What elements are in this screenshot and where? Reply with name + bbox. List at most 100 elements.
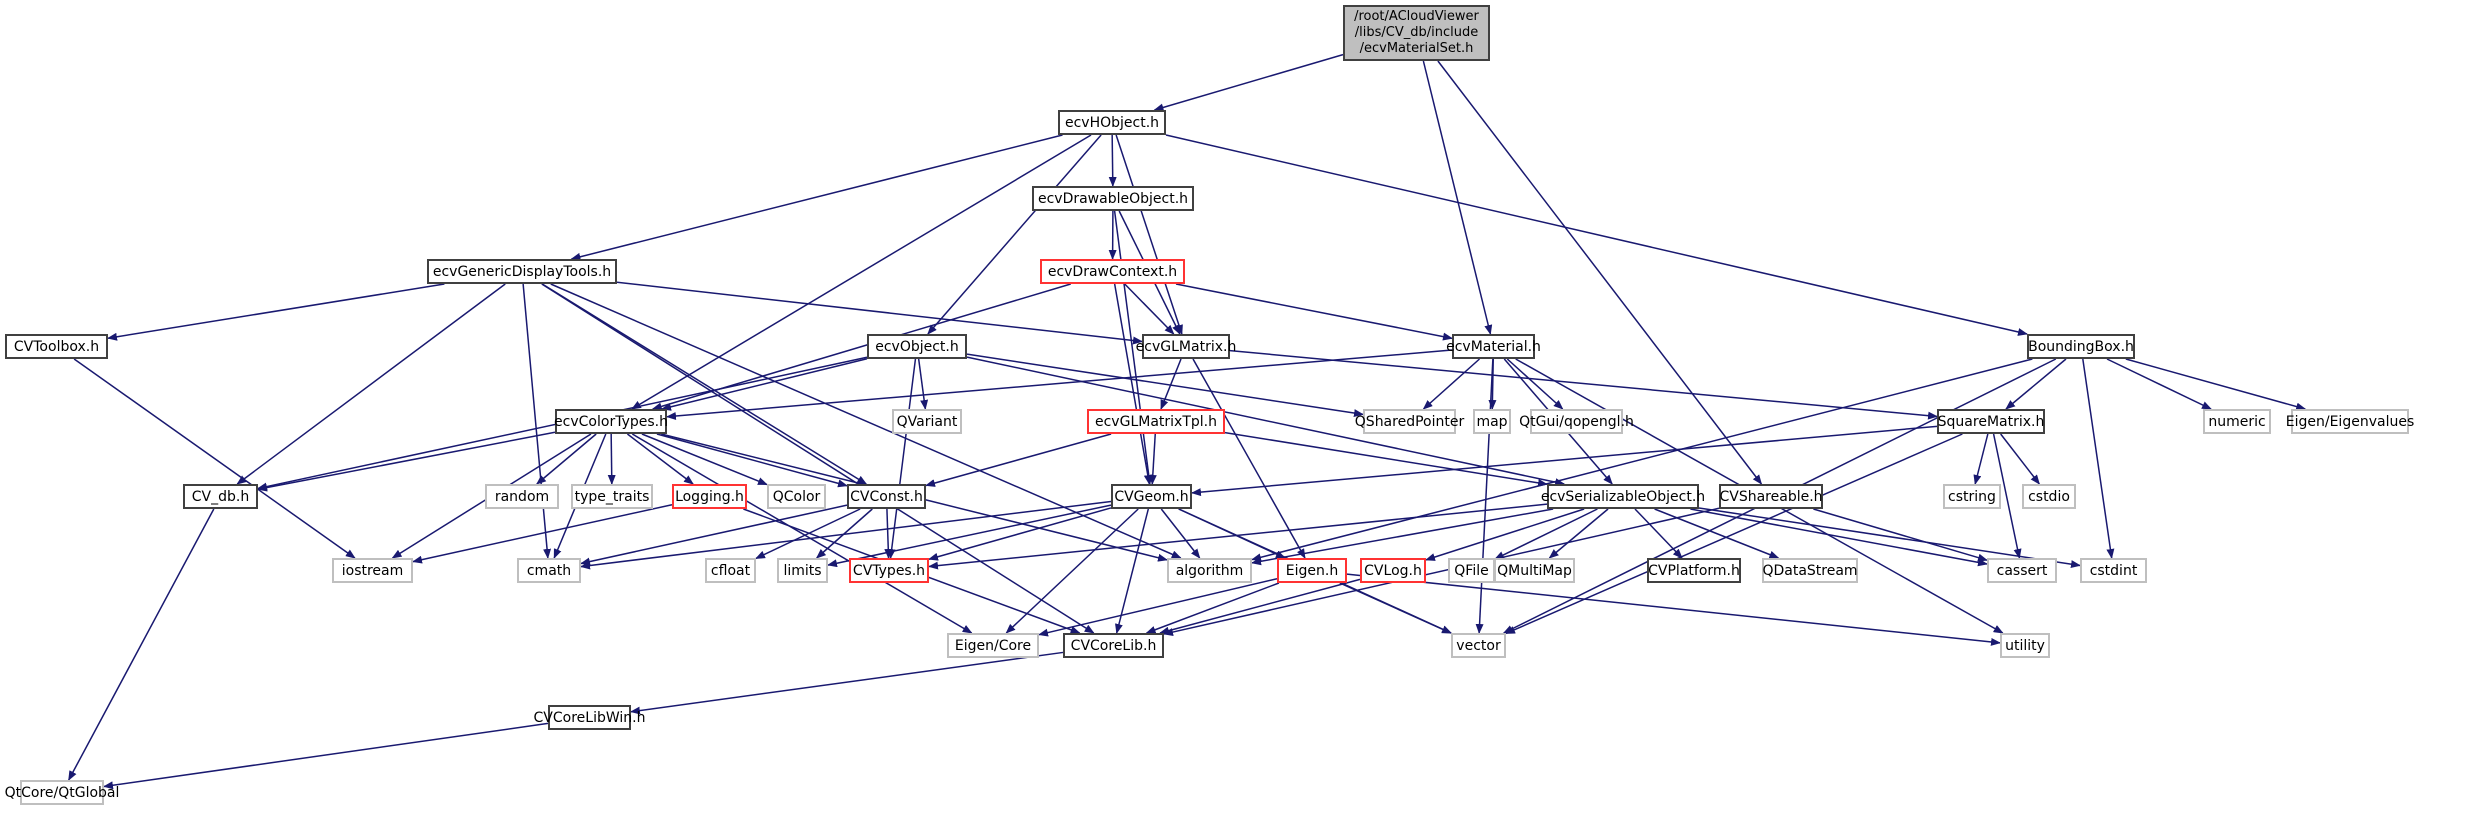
node-QVariant: QVariant <box>892 409 962 434</box>
node-QMultiMap: QMultiMap <box>1494 558 1575 583</box>
edge-ecvSerializableObject-to-CVTypes <box>928 503 1548 570</box>
node-label: QSharedPointer <box>1354 413 1465 430</box>
node-CVCoreLib[interactable]: CVCoreLib.h <box>1063 633 1164 658</box>
node-label: CVConst.h <box>850 488 923 505</box>
node-ecvHObject[interactable]: ecvHObject.h <box>1058 110 1166 135</box>
edge-ecvColorTypes-to-CVConst <box>656 433 848 488</box>
node-label: QColor <box>772 488 821 505</box>
edge-ecvSerializableObject-to-QMultiMap <box>1548 508 1609 559</box>
edge-ecvGLMatrix-to-ecvGLMatrixTpl <box>1160 358 1182 410</box>
node-CVLog[interactable]: CVLog.h <box>1360 558 1426 583</box>
edge-ecvGenericDisplayTools-to-ecvGLMatrix <box>616 281 1143 345</box>
edge-ecvSerializableObject-to-CVPlatform <box>1634 508 1683 559</box>
node-ecvDrawableObject[interactable]: ecvDrawableObject.h <box>1032 186 1194 211</box>
edge-CVCoreLib-to-CVCoreLibWin <box>630 651 1064 715</box>
edge-CVToolbox-to-iostream <box>73 358 356 559</box>
edge-ecvColorTypes-to-CV_db <box>257 431 556 492</box>
node-label: cassert <box>1996 562 2048 579</box>
node-label: QtGui/qopengl.h <box>1519 413 1634 430</box>
edge-ecvObject-to-ecvSerializableObject <box>966 356 1566 487</box>
node-label: map <box>1476 413 1508 430</box>
edge-ecvMaterial-to-QSharedPointer <box>1422 358 1480 410</box>
node-label: CV_db.h <box>191 488 250 505</box>
node-EigenEigenvalues: Eigen/Eigenvalues <box>2286 409 2414 434</box>
node-QSharedPointer: QSharedPointer <box>1355 409 1464 434</box>
node-CVConst[interactable]: CVConst.h <box>847 484 926 509</box>
node-ecvGenericDisplayTools[interactable]: ecvGenericDisplayTools.h <box>427 259 617 284</box>
edge-CVGeom-to-cmath <box>580 500 1112 570</box>
node-CVShareable[interactable]: CVShareable.h <box>1719 484 1823 509</box>
node-label: ecvDrawableObject.h <box>1037 190 1189 207</box>
node-label: BoundingBox.h <box>2028 338 2134 355</box>
node-ecvDrawContext[interactable]: ecvDrawContext.h <box>1040 259 1185 284</box>
node-SquareMatrix[interactable]: SquareMatrix.h <box>1937 409 2045 434</box>
node-cmath: cmath <box>517 558 581 583</box>
node-map: map <box>1473 409 1511 434</box>
node-label: ecvMaterial.h <box>1446 338 1541 355</box>
edge-BoundingBox-to-SquareMatrix <box>2005 358 2067 410</box>
edge-CVGeom-to-algorithm <box>1160 508 1201 559</box>
node-label: Logging.h <box>675 488 744 505</box>
node-ecvMaterial[interactable]: ecvMaterial.h <box>1446 334 1541 359</box>
edge-ecvColorTypes-to-EigenCore <box>631 433 973 634</box>
node-label: QMultiMap <box>1497 562 1572 579</box>
node-label: cstdint <box>2089 562 2138 579</box>
edge-ecvMaterial-to-ecvColorTypes <box>666 349 1453 420</box>
node-CVCoreLibWin[interactable]: CVCoreLibWin.h <box>534 705 645 730</box>
node-EigenH[interactable]: Eigen.h <box>1277 558 1347 583</box>
edge-ecvDrawableObject-to-CVGeom <box>1113 210 1153 485</box>
edge-ecvMaterial-to-vector <box>1475 358 1494 634</box>
node-ecvGLMatrixTpl[interactable]: ecvGLMatrixTpl.h <box>1087 409 1225 434</box>
edge-Logging-to-iostream <box>412 504 673 564</box>
node-BoundingBox[interactable]: BoundingBox.h <box>2027 334 2135 359</box>
edge-ecvHObject-to-ecvColorTypes <box>631 134 1092 410</box>
node-QFile: QFile <box>1448 558 1495 583</box>
node-numeric: numeric <box>2203 409 2271 434</box>
edge-CVConst-to-CVTypes <box>884 508 893 559</box>
node-label: SquareMatrix.h <box>1937 413 2045 430</box>
edge-EigenH-to-EigenCore <box>1038 577 1278 637</box>
node-root[interactable]: /root/ACloudViewer /libs/CV_db/include /… <box>1343 5 1490 61</box>
edge-ecvSerializableObject-to-QFile <box>1494 508 1598 560</box>
edge-ecvSerializableObject-to-QDataStream <box>1654 508 1780 559</box>
edges-layer <box>68 53 2307 790</box>
node-qopengl: QtGui/qopengl.h <box>1519 409 1634 434</box>
node-label: QFile <box>1454 562 1489 579</box>
edge-ecvSerializableObject-to-cassert <box>1690 508 1988 567</box>
node-label: numeric <box>2208 413 2266 430</box>
edge-SquareMatrix-to-vector <box>1505 433 1963 635</box>
edge-SquareMatrix-to-cassert <box>1992 433 2022 559</box>
node-label: ecvHObject.h <box>1064 114 1160 131</box>
edge-CV_db-to-QtGlobal <box>68 508 215 781</box>
edge-BoundingBox-to-numeric <box>2106 358 2212 410</box>
node-CVToolbox[interactable]: CVToolbox.h <box>5 334 108 359</box>
node-ecvObject[interactable]: ecvObject.h <box>867 334 967 359</box>
node-CVGeom[interactable]: CVGeom.h <box>1111 484 1192 509</box>
edge-ecvDrawContext-to-ecvGLMatrix <box>1124 283 1175 335</box>
node-CVPlatform[interactable]: CVPlatform.h <box>1647 558 1741 583</box>
node-label: Eigen.h <box>1285 562 1339 579</box>
edge-EigenH-to-vector <box>1339 582 1452 634</box>
node-ecvGLMatrix[interactable]: ecvGLMatrix.h <box>1136 334 1236 359</box>
node-CVTypes[interactable]: CVTypes.h <box>849 558 929 583</box>
edge-ecvObject-to-QVariant <box>917 358 929 410</box>
edge-CVGeom-to-limits <box>827 504 1112 568</box>
edge-CVGeom-to-CVTypes <box>928 507 1112 561</box>
node-ecvColorTypes[interactable]: ecvColorTypes.h <box>554 409 668 434</box>
node-Logging[interactable]: Logging.h <box>672 484 747 509</box>
edge-SquareMatrix-to-cstdio <box>2000 433 2040 485</box>
node-label: algorithm <box>1175 562 1244 579</box>
edge-BoundingBox-to-algorithm <box>1251 358 2033 562</box>
node-QColor: QColor <box>767 484 826 509</box>
edge-ecvDrawContext-to-ecvMaterial <box>1175 283 1453 341</box>
edge-ecvGLMatrixTpl-to-CVGeom <box>1148 433 1157 485</box>
node-iostream: iostream <box>332 558 413 583</box>
node-label: vector <box>1456 637 1501 654</box>
node-ecvSerializableObject[interactable]: ecvSerializableObject.h <box>1541 484 1705 509</box>
edge-ecvObject-to-ecvColorTypes <box>661 358 868 411</box>
edge-CVCoreLibWin-to-QtGlobal <box>103 722 549 790</box>
node-cstdint: cstdint <box>2080 558 2147 583</box>
node-label: CVPlatform.h <box>1648 562 1740 579</box>
node-CV_db[interactable]: CV_db.h <box>183 484 258 509</box>
